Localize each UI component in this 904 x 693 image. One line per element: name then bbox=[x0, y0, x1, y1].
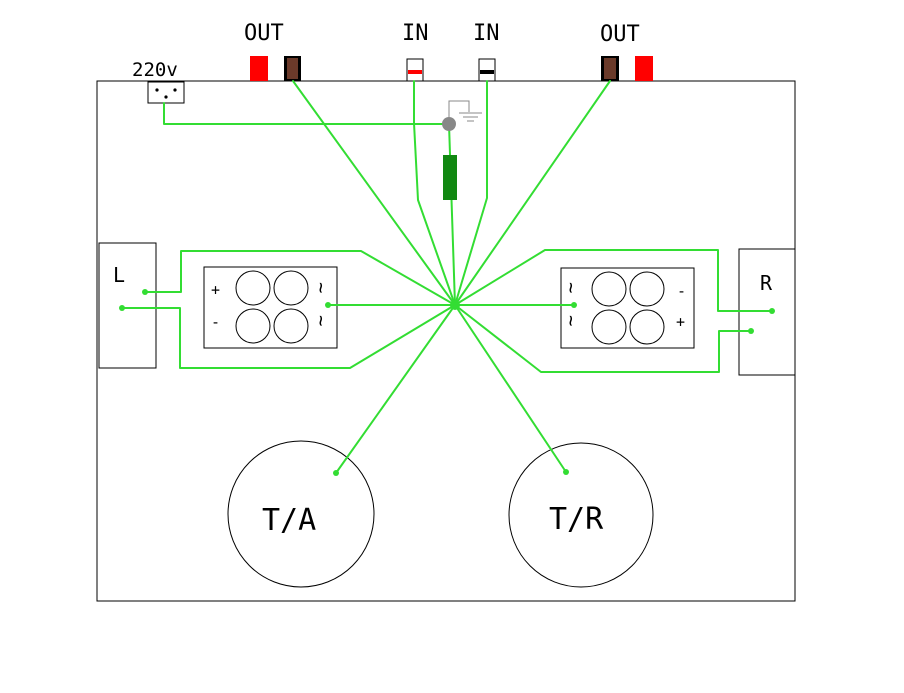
wire-ground-resistor bbox=[448, 123, 456, 306]
capacitor bbox=[235, 308, 271, 344]
board-left-label: L bbox=[113, 263, 125, 287]
ground-resistor bbox=[443, 155, 457, 200]
rectifier-right bbox=[560, 267, 695, 349]
input-jack-left-stripe bbox=[408, 70, 422, 74]
rectifier-left-plus: + bbox=[211, 281, 220, 299]
board-left bbox=[98, 242, 157, 369]
out-left-red-terminal bbox=[250, 56, 268, 81]
wire-transformer-right bbox=[454, 304, 567, 473]
connection-dot bbox=[769, 308, 775, 314]
mains-socket-pin bbox=[173, 88, 177, 92]
wire-out-right-negative bbox=[454, 80, 611, 306]
wire-mains-earth bbox=[163, 102, 450, 125]
in-1-label: IN bbox=[402, 21, 429, 46]
capacitor bbox=[591, 271, 627, 307]
out-right-black-terminal-inner bbox=[604, 58, 616, 79]
transformer-left-label: T/A bbox=[262, 503, 316, 538]
ground-symbol-icon bbox=[459, 112, 482, 122]
connection-dot bbox=[333, 470, 339, 476]
rectifier-right-plus: + bbox=[676, 313, 685, 331]
in-2-label: IN bbox=[473, 21, 500, 46]
rectifier-left-ac-top: ~ bbox=[310, 282, 332, 293]
out-right-label: OUT bbox=[600, 22, 640, 47]
capacitor bbox=[629, 309, 665, 345]
connection-dot bbox=[119, 305, 125, 311]
input-jack-right-stripe bbox=[480, 70, 494, 74]
rectifier-left-ac-bottom: ~ bbox=[310, 315, 332, 326]
star-ground-point bbox=[450, 300, 460, 310]
wire-input-right-shield bbox=[454, 80, 488, 306]
rectifier-left-minus: - bbox=[211, 313, 220, 331]
wire-right-supply-bottom bbox=[454, 304, 752, 373]
connection-dots bbox=[119, 289, 775, 476]
connection-dot bbox=[748, 328, 754, 334]
board-right-label: R bbox=[760, 271, 773, 295]
mains-socket-pin bbox=[164, 95, 168, 99]
transformer-left bbox=[227, 440, 375, 588]
rectifier-right-minus: - bbox=[677, 282, 686, 300]
capacitor bbox=[235, 270, 271, 306]
transformer-right bbox=[508, 442, 654, 588]
wire-transformer-left bbox=[335, 304, 456, 474]
wire-right-supply-top bbox=[454, 249, 773, 312]
wire-out-left-negative bbox=[292, 80, 456, 306]
wire-input-left-shield bbox=[413, 80, 456, 306]
wire-left-supply-top bbox=[144, 250, 456, 306]
out-left-black-terminal-inner bbox=[287, 58, 298, 79]
mains-socket-pin bbox=[155, 88, 159, 92]
mains-label: 220v bbox=[132, 59, 178, 81]
capacitor bbox=[591, 309, 627, 345]
rectifier-right-ac-top: ~ bbox=[560, 282, 582, 293]
rectifier-left bbox=[203, 266, 338, 349]
wiring bbox=[121, 80, 773, 474]
transformer-right-label: T/R bbox=[549, 502, 604, 537]
connection-dot bbox=[142, 289, 148, 295]
connection-dot bbox=[325, 302, 331, 308]
ground-node bbox=[442, 117, 456, 131]
ground-symbol-icon-lead bbox=[448, 100, 470, 117]
out-right-red-terminal bbox=[635, 56, 653, 81]
capacitor bbox=[273, 270, 309, 306]
rectifier-right-ac-bottom: ~ bbox=[560, 315, 582, 326]
connection-dot bbox=[563, 469, 569, 475]
capacitor bbox=[273, 308, 309, 344]
mains-socket bbox=[147, 81, 185, 104]
connection-dot bbox=[571, 302, 577, 308]
out-left-label: OUT bbox=[244, 21, 284, 46]
wire-left-supply-bottom bbox=[121, 304, 456, 369]
capacitor bbox=[629, 271, 665, 307]
